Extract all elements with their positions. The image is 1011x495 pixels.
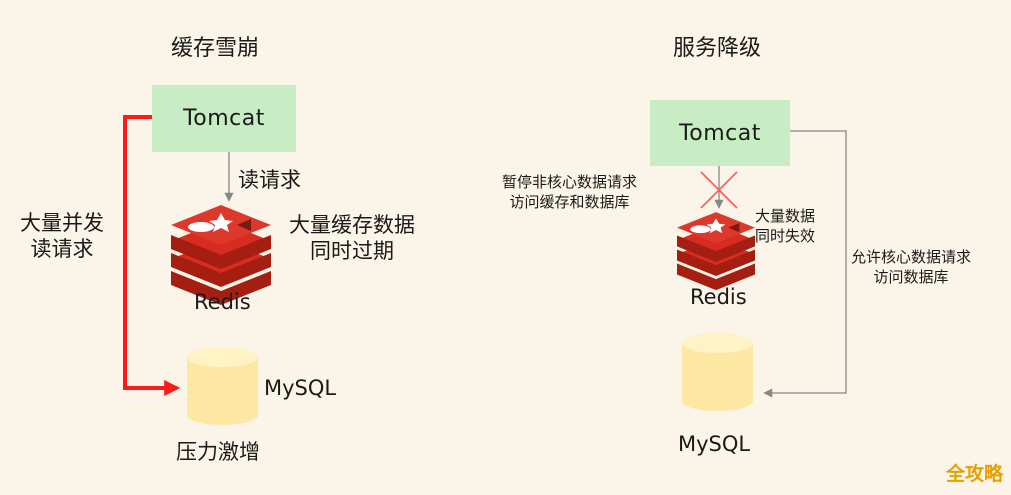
left-concurrent-arrow xyxy=(123,115,181,396)
right-redis-label: Redis xyxy=(690,285,747,309)
right-tomcat-box: Tomcat xyxy=(650,100,790,166)
right-allow-line-1: 允许核心数据请求 xyxy=(851,248,972,266)
left-read-request-label: 读请求 xyxy=(238,168,301,192)
left-redis-label: Redis xyxy=(194,290,251,314)
left-mysql-database-icon xyxy=(187,347,258,425)
left-tomcat-label: Tomcat xyxy=(183,106,265,131)
right-allow-line-2: 访问数据库 xyxy=(873,267,949,286)
left-concurrent-line-2: 读请求 xyxy=(30,237,94,262)
left-tomcat-box: Tomcat xyxy=(152,85,296,152)
left-concurrent-line-1: 大量并发 xyxy=(20,211,104,235)
right-tomcat-label: Tomcat xyxy=(679,120,761,146)
right-expire-line-1: 大量数据 xyxy=(755,207,816,225)
right-expire-line-2: 同时失效 xyxy=(755,226,816,245)
right-pause-line-1: 暂停非核心数据请求 xyxy=(502,173,638,191)
right-mysql-database-icon xyxy=(682,333,753,411)
left-cache-expire-line-1: 大量缓存数据 xyxy=(289,213,415,237)
left-title: 缓存雪崩 xyxy=(171,36,260,61)
right-mysql-label: MySQL xyxy=(678,432,751,456)
watermark-logo: 全攻略 xyxy=(946,463,1004,485)
right-title: 服务降级 xyxy=(673,36,762,61)
left-mysql-label: MySQL xyxy=(264,376,337,400)
left-cache-expire-line-2: 同时过期 xyxy=(310,239,394,264)
right-expire-label: 大量数据 同时失效 xyxy=(755,207,815,246)
right-allow-label: 允许核心数据请求 访问数据库 xyxy=(851,248,971,287)
left-pressure-label: 压力激增 xyxy=(176,440,260,464)
right-core-request-arrow xyxy=(763,130,847,398)
right-pause-label: 暂停非核心数据请求 访问缓存和数据库 xyxy=(502,173,637,212)
left-concurrent-label: 大量并发 读请求 xyxy=(20,210,104,263)
right-redis-icon xyxy=(677,212,755,291)
left-cache-expire-label: 大量缓存数据 同时过期 xyxy=(289,212,415,265)
right-cross-icon xyxy=(700,171,738,209)
right-pause-line-2: 访问缓存和数据库 xyxy=(509,192,630,211)
